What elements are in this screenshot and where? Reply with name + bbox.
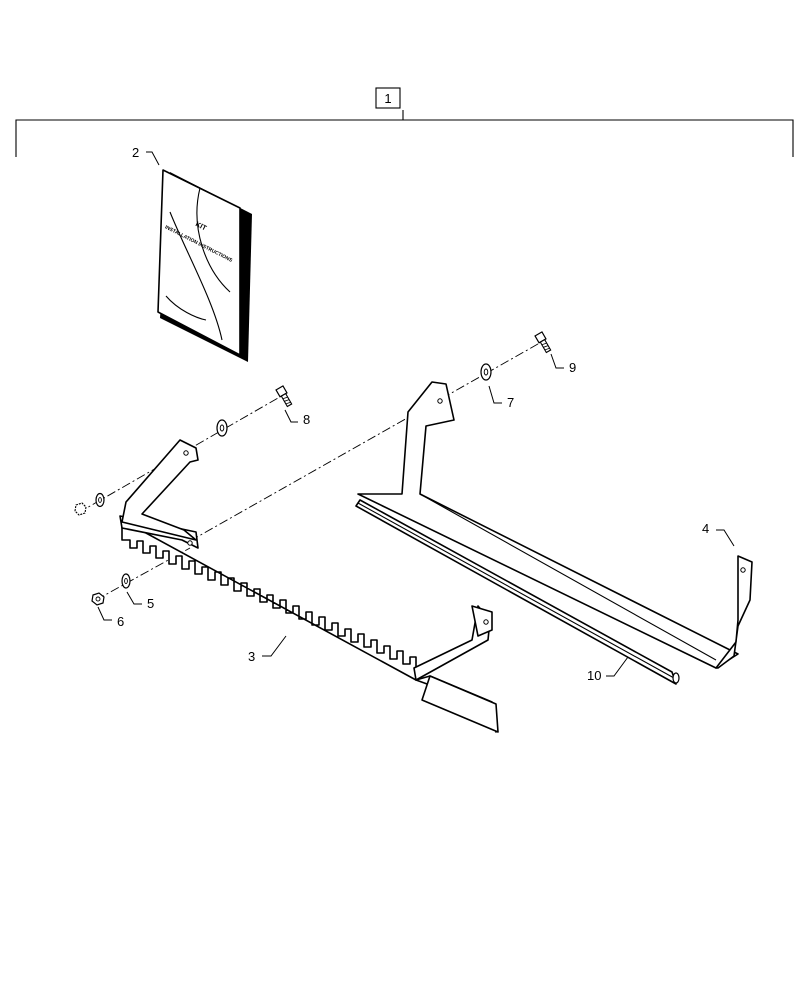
bracket	[357, 381, 753, 669]
callout-6: 6	[117, 614, 124, 629]
callout-4: 4	[702, 521, 709, 536]
nut-upper	[74, 502, 87, 516]
callout-3: 3	[248, 649, 255, 664]
assembly-centerlines	[77, 339, 546, 601]
callout-1: 1	[384, 91, 391, 106]
callout-10: 10	[587, 668, 601, 683]
washer-left-lower	[95, 492, 105, 508]
kit-group-bracket: 1	[15, 87, 794, 157]
rod	[355, 499, 680, 685]
washer-small	[121, 573, 131, 589]
callout-9: 9	[569, 360, 576, 375]
callout-8: 8	[303, 412, 310, 427]
washer-left-upper	[216, 419, 228, 437]
instruction-manual: KIT INSTALLATION INSTRUCTIONS	[157, 169, 252, 362]
kit-callout-box	[375, 87, 401, 109]
bolt-right	[534, 331, 552, 354]
callout-7: 7	[507, 395, 514, 410]
callout-2: 2	[132, 145, 139, 160]
nut	[91, 592, 105, 606]
toothed-strip	[119, 439, 499, 733]
washer-right	[480, 363, 492, 381]
callout-5: 5	[147, 596, 154, 611]
manual-title: KIT	[194, 221, 208, 233]
bolt-left	[275, 385, 293, 408]
